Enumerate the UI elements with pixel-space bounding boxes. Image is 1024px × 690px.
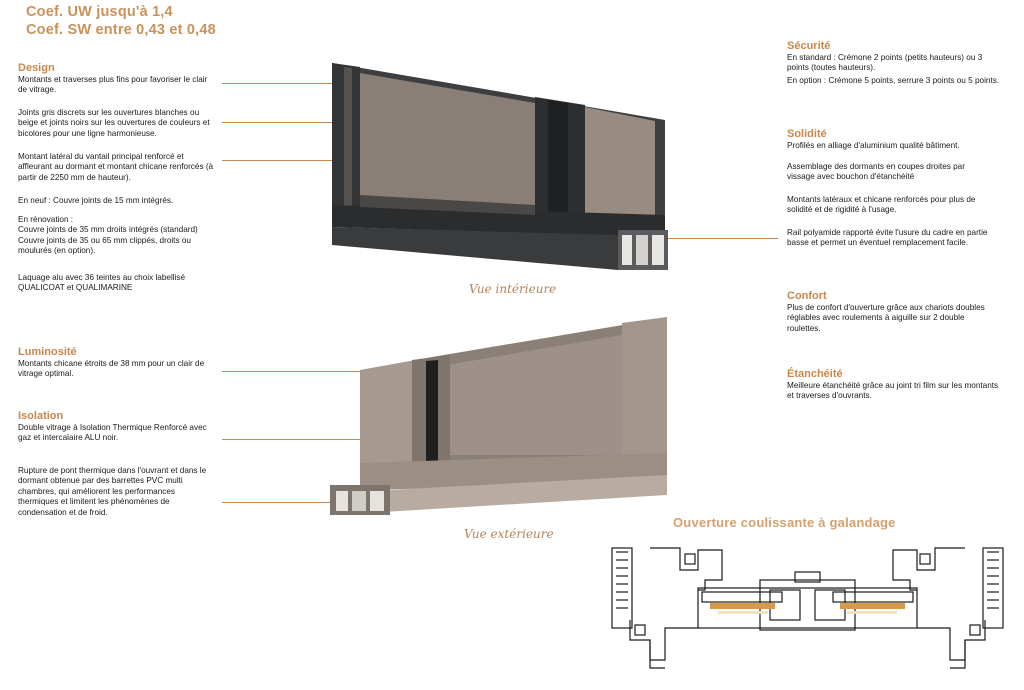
coef-uw: Coef. UW jusqu'à 1,4 (26, 4, 173, 20)
leader-line (222, 83, 342, 84)
section-drawing (611, 547, 1004, 669)
design-title: Design (18, 62, 55, 74)
leader-line (222, 439, 364, 440)
exterior-view-illustration (330, 317, 667, 515)
luminosite-title: Luminosité (18, 346, 77, 358)
solidite-p2: Assemblage des dormants en coupes droite… (787, 162, 965, 182)
caption-interior: Vue intérieure (469, 282, 557, 296)
confort-title: Confort (787, 290, 827, 302)
design-p5b: Couvre joints de 35 mm droits intégrés (… (18, 225, 198, 235)
leader-line (222, 502, 350, 503)
design-p3: Montant latéral du vantail principal ren… (18, 152, 214, 182)
confort-p1: Plus de confort d'ouverture grâce aux ch… (787, 303, 985, 333)
luminosite-p1: Montants chicane étroits de 38 mm pour u… (18, 359, 205, 379)
etancheite-p1: Meilleure étanchéité grâce au joint tri … (787, 381, 999, 401)
solidite-p4: Rail polyamide rapporté évite l'usure du… (787, 228, 988, 248)
isolation-title: Isolation (18, 410, 64, 422)
isolation-p1: Double vitrage à Isolation Thermique Ren… (18, 423, 207, 443)
solidite-title: Solidité (787, 128, 827, 140)
securite-title: Sécurité (787, 40, 831, 52)
caption-exterior: Vue extérieure (464, 527, 554, 541)
isolation-p2: Rupture de pont thermique dans l'ouvrant… (18, 466, 207, 517)
coef-sw: Coef. SW entre 0,43 et 0,48 (26, 22, 216, 38)
design-p5: En rénovation : Couvre joints de 35 mm d… (18, 215, 223, 257)
design-p1: Montants et traverses plus fins pour fav… (18, 75, 208, 95)
design-p6: Laquage alu avec 36 teintes au choix lab… (18, 273, 186, 293)
leader-line (222, 371, 412, 372)
etancheite-title: Étanchéité (787, 368, 843, 380)
design-p2: Joints gris discrets sur les ouvertures … (18, 108, 210, 138)
design-p5a: En rénovation : (18, 215, 74, 224)
securite-p2: En option : Crémone 5 points, serrure 3 … (787, 76, 1000, 85)
leader-line (222, 122, 354, 123)
section-diagram-title: Ouverture coulissante à galandage (673, 515, 896, 530)
leader-line (656, 238, 778, 239)
interior-view-illustration (332, 63, 668, 270)
securite-p1: En standard : Crémone 2 points (petits h… (787, 53, 983, 73)
solidite-p1: Profilés en alliage d'aluminium qualité … (787, 141, 960, 150)
solidite-p3: Montants latéraux et chicane renforcés p… (787, 195, 976, 215)
design-p5c: Couvre joints de 35 ou 65 mm clippés, dr… (18, 235, 191, 256)
design-p4: En neuf : Couvre joints de 15 mm intégré… (18, 196, 174, 205)
